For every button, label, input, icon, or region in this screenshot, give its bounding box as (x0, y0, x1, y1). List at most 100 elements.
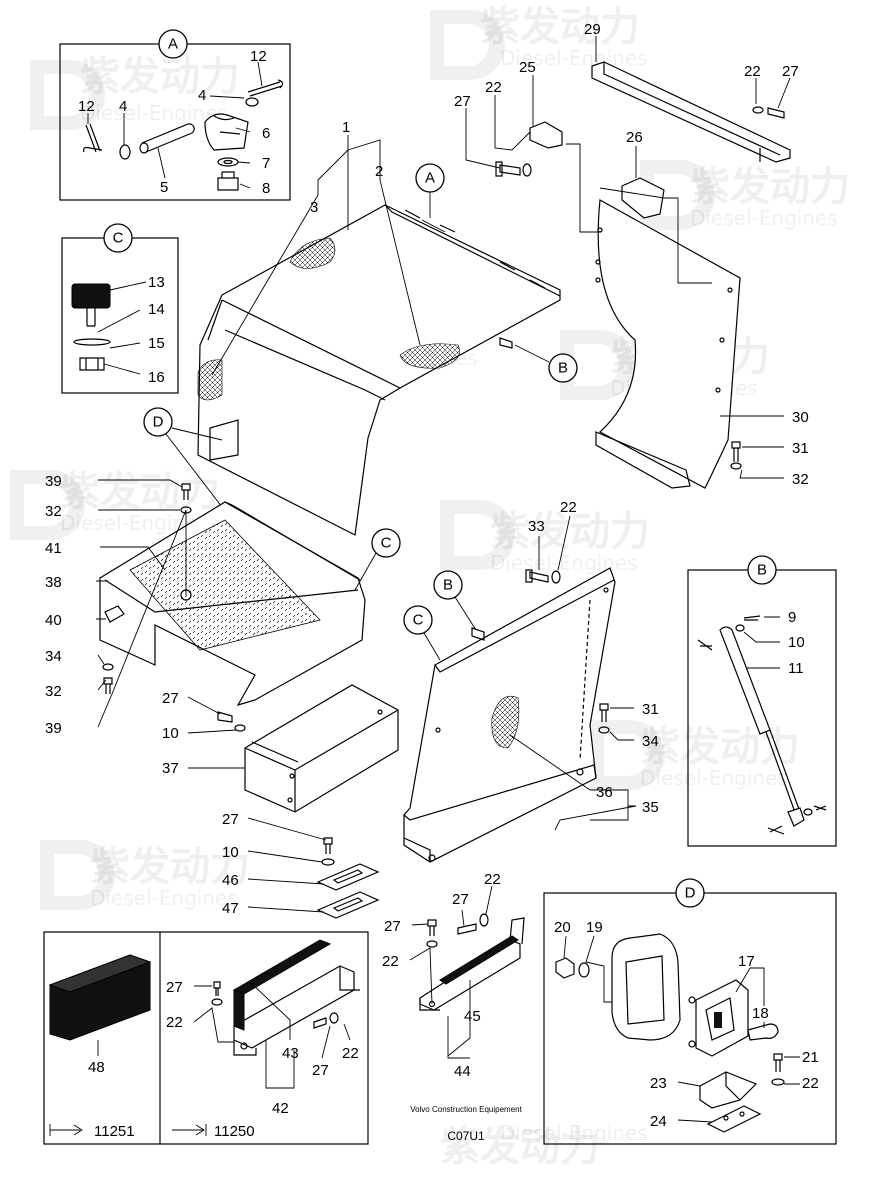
mesh-panel (399, 343, 460, 369)
part-label-21: 21 (802, 1049, 819, 1066)
part-label-20: 20 (554, 919, 571, 936)
callout-a-label: A (425, 170, 435, 187)
watermark-en: Diesel-Engines (500, 46, 648, 70)
part-label-8: 8 (262, 180, 270, 197)
part-label-11: 11 (788, 660, 804, 677)
ref-11250: 11250 (214, 1123, 255, 1140)
callout-c-label: C (113, 230, 124, 247)
watermark-logo (30, 60, 105, 130)
plate-24 (706, 1105, 762, 1133)
hood-cover: 1 2 3 A B D (143, 119, 578, 536)
detail-box-c: C 13 14 15 16 (61, 223, 179, 394)
watermark-cn: 紫发动力 (90, 844, 250, 890)
watermark-cn: 紫发动力 (80, 54, 240, 100)
hinge-6 (204, 113, 249, 151)
clamp-plates: 27 10 46 47 (222, 811, 380, 919)
part-label-22: 22 (342, 1045, 359, 1062)
watermark-cn: 紫发动力 (690, 164, 850, 210)
split-pin-left (83, 123, 103, 153)
part-label-4: 4 (119, 98, 127, 115)
callout-a-label: A (168, 36, 178, 53)
bracket-25 (529, 121, 563, 149)
part-label-27: 27 (384, 918, 401, 935)
manufacturer-caption: Volvo Construction Equipement (410, 1105, 522, 1114)
part-label-36: 36 (596, 784, 613, 801)
plate-47 (316, 891, 380, 919)
footplate-41 (129, 519, 321, 651)
washer-4 (119, 144, 131, 160)
gas-strut-11 (719, 626, 771, 735)
watermark-logo (10, 470, 85, 540)
part-label-35: 35 (642, 799, 659, 816)
washer-7 (217, 157, 239, 167)
part-label-24: 24 (650, 1113, 667, 1130)
watermark-logo (40, 840, 115, 910)
detail-box-d: D 20 19 17 18 21 22 23 24 (543, 878, 837, 1145)
latch-opening (209, 419, 239, 461)
key-18 (747, 1023, 779, 1041)
part-label-47: 47 (222, 900, 239, 917)
part-label-3: 3 (310, 199, 318, 216)
part-label-4: 4 (198, 87, 206, 104)
part-label-42: 42 (272, 1100, 289, 1117)
part-label-19: 19 (586, 919, 603, 936)
watermark-en: Diesel-Engines (640, 766, 788, 790)
part-label-32: 32 (45, 683, 62, 700)
ref-11251: 11251 (94, 1123, 135, 1140)
latch-40 (104, 605, 125, 623)
part-label-31: 31 (642, 701, 659, 718)
part-label-27: 27 (222, 811, 239, 828)
part-label-34: 34 (642, 733, 659, 750)
part-label-17: 17 (738, 953, 755, 970)
part-label-5: 5 (160, 179, 168, 196)
part-label-22: 22 (166, 1014, 183, 1031)
part-label-2: 2 (375, 163, 383, 180)
part-label-10: 10 (162, 725, 179, 742)
part-label-22: 22 (744, 63, 761, 80)
watermark-en: Diesel-Engines (80, 101, 228, 125)
rubber-buffer-13 (71, 283, 111, 309)
part-label-7: 7 (262, 155, 270, 172)
part-label-1: 1 (342, 119, 350, 136)
part-label-14: 14 (148, 301, 165, 318)
part-label-26: 26 (626, 129, 643, 146)
part-label-22: 22 (802, 1075, 819, 1092)
bracket-26 (621, 177, 665, 219)
part-label-46: 46 (222, 872, 239, 889)
tray-37-body (244, 684, 399, 813)
callout-d-label: D (685, 885, 696, 902)
part-label-30: 30 (792, 409, 809, 426)
watermark-en: Diesel-Engines (490, 551, 638, 575)
watermark-cn: 紫发动力 (480, 4, 640, 50)
split-pin-right (247, 79, 284, 97)
callout-b-label: B (757, 562, 767, 579)
front-panel: B C 33 22 31 34 36 35 (403, 499, 659, 863)
part-label-6: 6 (262, 125, 270, 142)
watermark-cn: 紫发动力 (640, 724, 800, 770)
part-label-43: 43 (282, 1045, 299, 1062)
part-label-45: 45 (464, 1008, 481, 1025)
washer-19 (578, 962, 590, 978)
watermark-logo (430, 10, 505, 80)
watermark-en: Diesel-Engines (500, 1121, 648, 1145)
watermark-en: Diesel-Engines (90, 886, 238, 910)
part-label-31: 31 (792, 440, 809, 457)
bracket-42 (233, 965, 355, 1049)
reference-box: 48 11251 11250 27 22 43 27 22 42 (43, 931, 369, 1145)
part-label-44: 44 (454, 1063, 471, 1080)
part-label-39: 39 (45, 720, 62, 737)
part-label-27: 27 (166, 979, 183, 996)
watermark-logo (640, 160, 715, 230)
callout-c-label: C (413, 612, 424, 629)
part-label-22: 22 (484, 871, 501, 888)
watermark-logo (590, 720, 665, 790)
hood-cover-body (197, 204, 561, 536)
part-label-22: 22 (560, 499, 577, 516)
part-label-10: 10 (788, 634, 805, 651)
diagram-code: C07U1 (447, 1129, 485, 1143)
part-label-18: 18 (752, 1005, 769, 1022)
part-label-41: 41 (45, 540, 62, 557)
part-label-27: 27 (782, 63, 799, 80)
part-label-37: 37 (162, 760, 179, 777)
